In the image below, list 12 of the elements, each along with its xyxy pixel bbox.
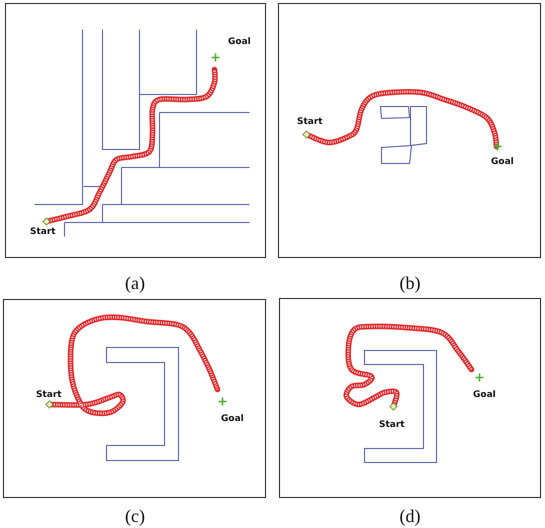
- panel-caption: (a): [125, 273, 145, 293]
- point-label: Goal: [221, 414, 244, 425]
- panel-caption: (c): [125, 506, 145, 526]
- panel-caption: (b): [400, 273, 420, 293]
- point-label: Start: [30, 227, 56, 238]
- point-label: Goal: [473, 390, 496, 401]
- panel-caption: (d): [400, 506, 420, 526]
- point-label: Start: [297, 117, 323, 128]
- point-label: Start: [36, 390, 62, 401]
- point-label: Goal: [491, 157, 514, 168]
- point-label: Goal: [228, 37, 251, 48]
- point-label: Start: [379, 420, 405, 431]
